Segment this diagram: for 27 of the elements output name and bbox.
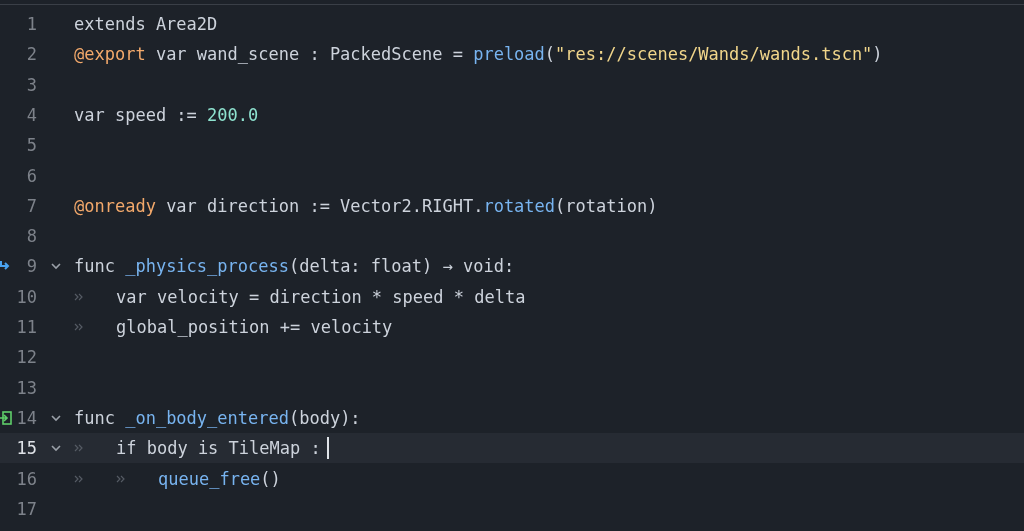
code-line: func _physics_process(delta: float) → void: (74, 255, 515, 279)
line-number: 14 (16, 406, 37, 430)
line-number: 8 (26, 225, 37, 249)
line-number: 7 (26, 194, 37, 218)
code-line: @onready var direction := Vector2.RIGHT.rotated(rotation) (74, 194, 658, 218)
line-number: 5 (26, 134, 37, 158)
code-line: func _on_body_entered(body): (74, 406, 361, 430)
line-number: 12 (16, 346, 37, 370)
code-line: if body is TileMap : (116, 437, 321, 461)
line-number: 10 (16, 285, 37, 309)
line-number: 9 (26, 255, 37, 279)
line-number: 6 (26, 164, 37, 188)
line-number: 11 (16, 316, 37, 339)
code-line: var velocity = direction * speed * delta (116, 285, 526, 309)
line-number: 3 (26, 73, 37, 97)
code-line: queue_free() (158, 467, 281, 491)
line-number: 2 (26, 43, 37, 67)
line-number: 1 (26, 13, 37, 36)
code-line: global_position += velocity (116, 316, 393, 339)
line-number: 4 (26, 103, 37, 127)
code-line: extends Area2D (74, 13, 218, 36)
line-number: 17 (16, 497, 37, 521)
line-number: 16 (16, 467, 37, 491)
line-number: 13 (16, 376, 37, 400)
code-line: @export var wand_scene : PackedScene = preload("res://scenes/Wands/wands.tscn") (74, 43, 883, 67)
line-number: 15 (16, 437, 37, 461)
code-line: var speed := 200.0 (74, 103, 259, 127)
